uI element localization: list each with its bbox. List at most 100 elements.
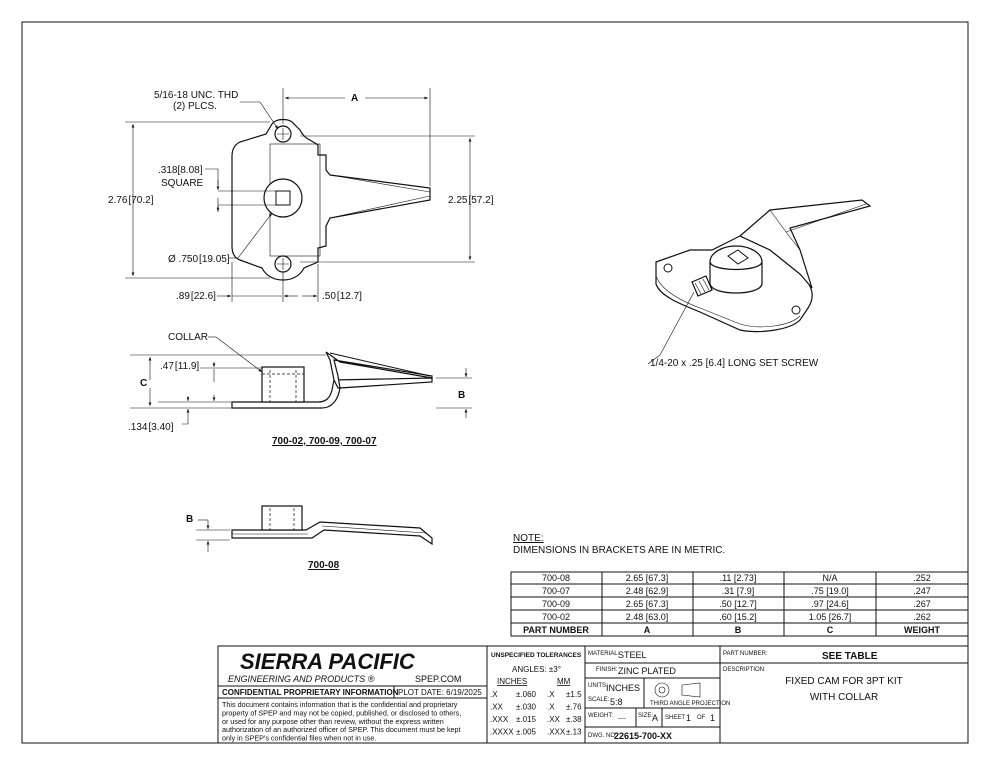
tolerance-cell: .XXX — [490, 715, 509, 724]
confidential-text-line: or used for any purpose other than revie… — [222, 717, 444, 726]
weight-label: WEIGHT: — [588, 713, 613, 719]
dim-A-label: A — [351, 93, 358, 104]
scale-value: 5:8 — [610, 697, 623, 707]
dwg-label: DWG. NO: — [588, 733, 617, 739]
side-view-700-08: B 700-08 — [186, 505, 433, 571]
table-cell: .262 — [913, 612, 931, 622]
tolerance-cell: ±.005 — [516, 728, 537, 737]
dim-B-label-2: B — [186, 514, 193, 525]
title-block: SIERRA PACIFIC ENGINEERING AND PRODUCTS … — [217, 645, 969, 744]
material-value: STEEL — [618, 650, 647, 660]
company-name: SIERRA PACIFIC — [240, 649, 416, 674]
of-label: OF — [697, 715, 706, 721]
iso-square-socket — [727, 249, 749, 265]
scale-label: SCALE: — [588, 697, 610, 703]
top-view: 2.76[70.2] 2.25[57.2] A 5/16-18 UNC. THD… — [108, 88, 494, 302]
plate-outline — [231, 118, 431, 281]
tolerance-cell: .XX — [490, 703, 504, 712]
collar-circle — [263, 178, 303, 218]
tolerance-cell: ±.030 — [516, 703, 537, 712]
table-cell: .97 [24.6] — [811, 599, 849, 609]
size-value: A — [652, 713, 658, 723]
description-line1: FIXED CAM FOR 3PT KIT — [785, 676, 903, 687]
collar-label: COLLAR — [168, 332, 208, 343]
dim-B-label: B — [458, 390, 465, 401]
tolerance-cell: ±.76 — [566, 703, 582, 712]
tolerance-inches-header: INCHES — [497, 677, 527, 686]
table-cell: 2.48 [63.0] — [626, 612, 669, 622]
third-angle-projection-icon — [654, 682, 701, 698]
table-cell: .50 [12.7] — [719, 599, 757, 609]
table-cell: .31 [7.9] — [722, 586, 755, 596]
table-cell: .267 — [913, 599, 931, 609]
set-screw-note: 1/4-20 x .25 [6.4] LONG SET SCREW — [650, 358, 819, 369]
table-cell: 2.48 [62.9] — [626, 586, 669, 596]
iso-view: 1/4-20 x .25 [6.4] LONG SET SCREW — [647, 199, 872, 369]
iso-arm — [738, 199, 872, 289]
dim-collar-height: .47[11.9] — [160, 361, 199, 372]
dim-arm-height: 2.25[57.2] — [448, 195, 494, 206]
tolerance-angles: ANGLES: ±3° — [512, 665, 561, 674]
table-cell: 1.05 [26.7] — [809, 612, 852, 622]
sheet-value: 1 — [686, 713, 691, 723]
company-website: SPEP.COM — [415, 674, 461, 684]
weight-value: ---- — [618, 716, 626, 722]
tolerance-cell: ±1.5 — [566, 690, 582, 699]
tolerance-cell: .XX — [547, 715, 561, 724]
confidential-text-line: authorization of an authorized officer o… — [222, 725, 461, 734]
table-header: B — [735, 625, 742, 635]
tolerance-cell: .XXX — [547, 728, 566, 737]
table-header: A — [644, 625, 651, 635]
dim-offset-left: .89[22.6] — [176, 291, 216, 302]
size-label: SIZE: — [638, 713, 653, 719]
diameter-note: Ø .750[19.05] — [168, 254, 230, 265]
table-cell: .60 [15.2] — [719, 612, 757, 622]
units-value: INCHES — [606, 683, 640, 693]
confidential-text-line: This document contains information that … — [222, 700, 458, 709]
tolerance-cell: ±.015 — [516, 715, 537, 724]
dwg-number: 22615-700-XX — [614, 731, 672, 741]
tolerance-cell: ±.13 — [566, 728, 582, 737]
collar-body-2 — [261, 505, 303, 531]
tolerance-cell: .X — [547, 703, 555, 712]
table-cell: .11 [2.73] — [720, 573, 757, 583]
table-cell: 2.65 [67.3] — [626, 573, 669, 583]
collar-body — [261, 366, 305, 403]
confidential-text-line: property of SPEP and may not be copied, … — [222, 708, 461, 717]
table-cell: 700-08 — [542, 573, 570, 583]
confidential-header: CONFIDENTIAL PROPRIETARY INFORMATION — [222, 688, 399, 697]
tolerance-cell: ±.38 — [566, 715, 582, 724]
table-cell: N/A — [822, 573, 837, 583]
of-value: 1 — [710, 713, 715, 723]
description-label: DESCRIPTION: — [723, 667, 766, 673]
tolerance-cell: .XXXX — [490, 728, 514, 737]
description-line2: WITH COLLAR — [810, 692, 878, 703]
table-cell: .247 — [913, 586, 931, 596]
thread-note-line2: (2) PLCS. — [173, 101, 217, 112]
units-label: UNITS: — [588, 683, 608, 689]
table-cell: 700-09 — [542, 599, 570, 609]
projection-label: THIRD ANGLE PROJECTION — [650, 701, 730, 707]
side-view-2-caption: 700-08 — [308, 560, 340, 571]
table-cell: 2.65 [67.3] — [626, 599, 669, 609]
iso-hole-left — [663, 263, 673, 273]
dim-offset-right: .50[12.7] — [322, 291, 362, 302]
tolerance-title: UNSPECIFIED TOLERANCES — [491, 652, 582, 659]
table-header: PART NUMBER — [523, 625, 589, 635]
confidential-text-line: only in SPEP's confidential files when n… — [222, 734, 376, 743]
square-note-label: SQUARE — [161, 178, 204, 189]
square-note: .318[8.08] — [158, 165, 203, 176]
dim-C-label: C — [140, 378, 147, 389]
tolerance-cell: .X — [490, 690, 498, 699]
table-cell: .75 [19.0] — [811, 586, 849, 596]
table-cell: .252 — [913, 573, 931, 583]
tolerance-rows: .X±.060.X±1.5.XX±.030.X±.76.XXX±.015.XX±… — [490, 690, 582, 737]
table-header: WEIGHT — [904, 625, 940, 635]
finish-value: ZINC PLATED — [618, 666, 676, 676]
note-title: NOTE: — [513, 533, 544, 544]
table-header: C — [827, 625, 834, 635]
tolerance-mm-header: MM — [557, 677, 571, 686]
plot-date: PLOT DATE: 6/19/2025 — [398, 688, 482, 697]
side-view-caption: 700-02, 700-09, 700-07 — [272, 436, 377, 447]
